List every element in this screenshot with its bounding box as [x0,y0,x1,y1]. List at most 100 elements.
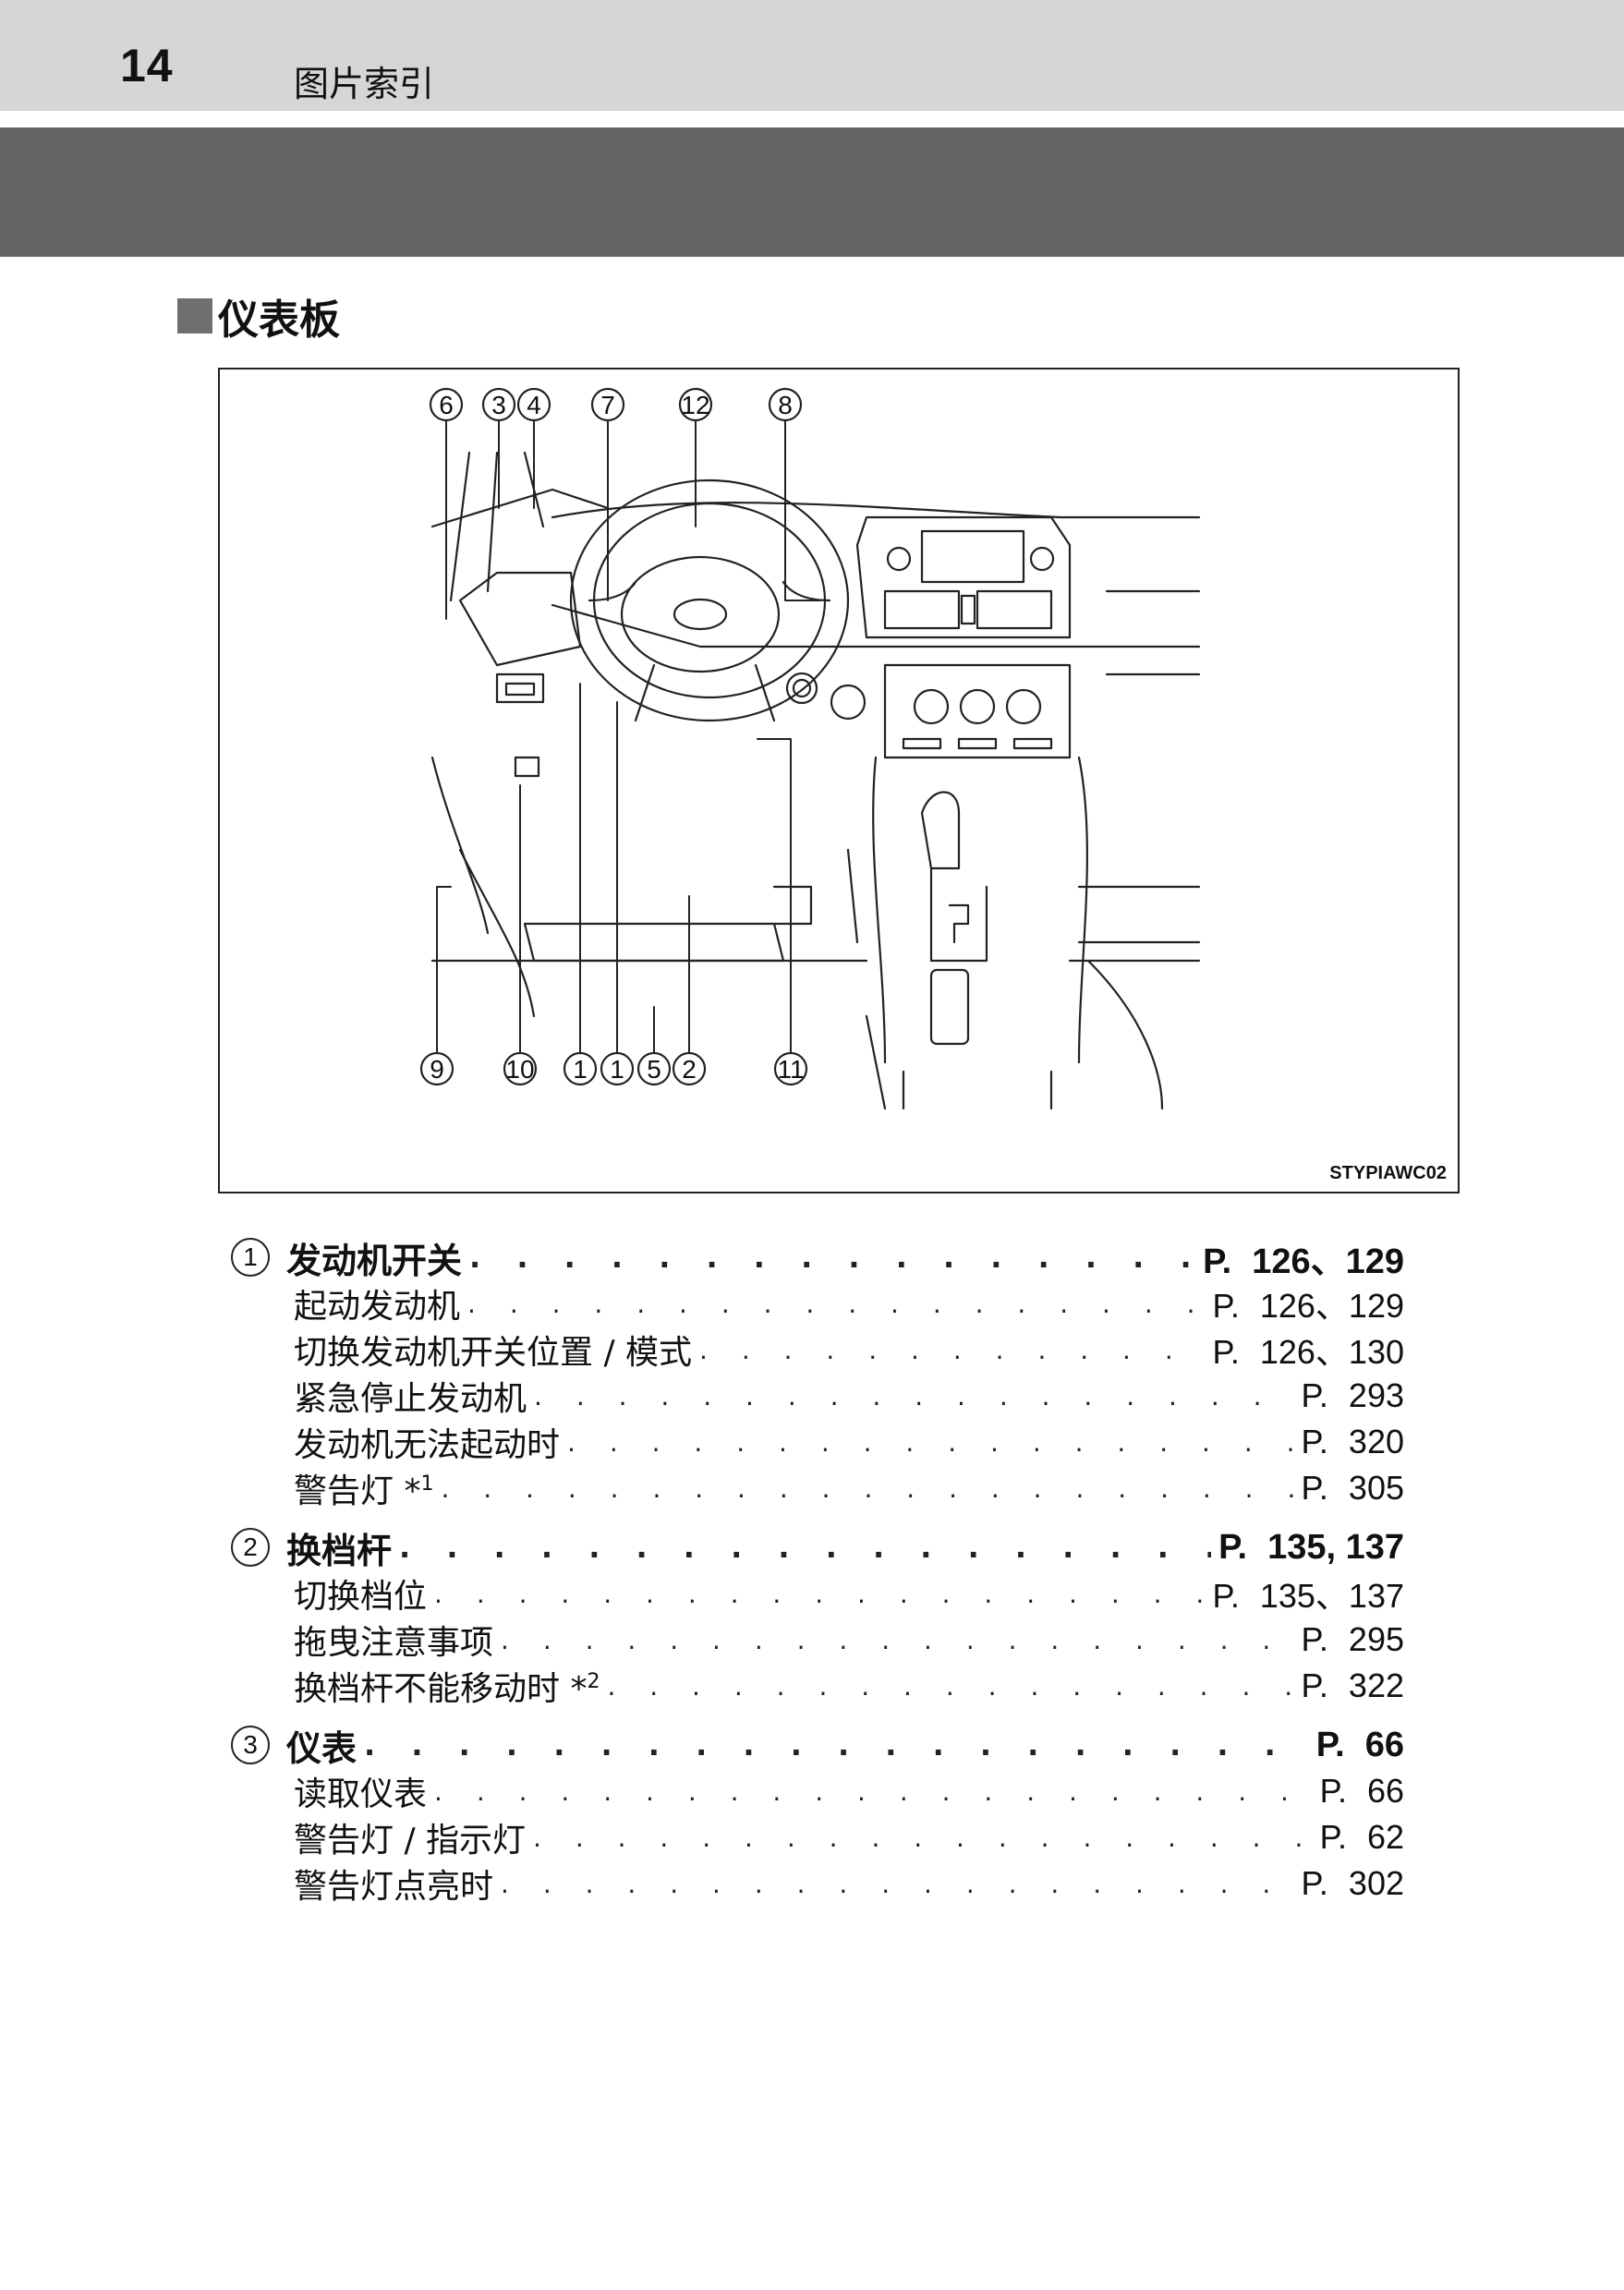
page-numbers: 66 [1366,1772,1404,1810]
page-prefix: P. [1212,1577,1240,1615]
page-reference[interactable]: P. 126、129 [1203,1232,1404,1283]
index-entry-sub: 紧急停止发动机 . . . . . . . . . . . . . . . . … [231,1373,1404,1419]
index-entry-sub: 读取仪表 . . . . . . . . . . . . . . . . . .… [231,1768,1404,1814]
entry-title: 发动机开关 [286,1240,463,1281]
page-prefix: P. [1301,1864,1328,1902]
leader-dots: . . . . . . . . . . . . . . . . . . . . … [501,1624,1294,1655]
page-prefix: P. [1301,1620,1328,1658]
entry-label: 读取仪表 [294,1767,427,1815]
page-number: 14 [120,40,174,91]
leader-dots: . . . . . . . . . . . . . . . . . . . . … [607,1670,1293,1702]
index-entry-sub: 警告灯 / 指示灯 . . . . . . . . . . . . . . . … [231,1814,1404,1860]
page-numbers: 135, 137 [1267,1527,1404,1567]
leader-dots: . . . . . . . . . . . . . . . . . . . . … [534,1380,1294,1412]
index-group: 3 仪表 . . . . . . . . . . . . . . . . . . … [231,1722,1404,1907]
entry-label: 警告灯 *1 [294,1464,433,1512]
page-reference[interactable]: P. 295 [1302,1620,1404,1659]
page-numbers: 320 [1348,1423,1404,1460]
item-number-badge: 2 [231,1528,270,1567]
page-reference[interactable]: P. 66 [1316,1726,1404,1765]
entry-label: 紧急停止发动机 [294,1372,527,1420]
callout-bottom-3: 1 [573,1055,588,1084]
entry-label: 发动机无法起动时 [294,1418,560,1466]
page-reference[interactable]: P.62 [1320,1818,1404,1857]
entry-label-text: 警告灯 / 指示灯 [294,1822,527,1860]
page-numbers: 126、130 [1259,1333,1404,1371]
page-prefix: P. [1203,1242,1232,1281]
leader-dots: . . . . . . . . . . . . . . . . . . . . … [501,1868,1294,1899]
page-reference[interactable]: P. 320 [1302,1423,1404,1461]
leader-dots: . . . . . . . . . . . . . . . . . . . . … [567,1426,1294,1458]
page-numbers: 322 [1348,1666,1404,1704]
page-numbers: 302 [1348,1864,1404,1902]
running-title: 图片索引 [294,64,435,104]
footnote-marker: 2 [587,1670,600,1693]
leader-dots: . . . . . . . . . . . . . . . . . . . . … [441,1472,1293,1504]
page-reference[interactable]: P. 302 [1302,1864,1404,1903]
leader-dots: . . . . . . . . . . . . . . . . . . . . … [434,1578,1205,1609]
entry-label-text: 起动发动机 [294,1288,461,1326]
entry-title: 仪表 [286,1727,358,1769]
index-entry-sub: 警告灯点亮时 . . . . . . . . . . . . . . . . .… [231,1860,1404,1907]
page-reference[interactable]: P.135、137 [1212,1569,1404,1618]
index-entry-main: 1 发动机开关 . . . . . . . . . . . . . . . . .… [231,1232,1404,1283]
callout-bottom-6: 2 [682,1055,697,1084]
page-prefix: P. [1301,1469,1328,1507]
section-heading: 仪表板 [177,286,340,345]
index-entry-sub: 警告灯 *1 . . . . . . . . . . . . . . . . .… [231,1465,1404,1511]
index-entry-sub: 换档杆不能移动时 *2 . . . . . . . . . . . . . . … [231,1663,1404,1709]
entry-label-text: 拖曳注意事项 [294,1624,494,1662]
callout-bottom-2: 10 [505,1055,534,1084]
leader-dots: . . . . . . . . . . . . . . . . . . . . … [699,1334,1205,1365]
page-prefix: P. [1319,1772,1347,1810]
page-reference[interactable]: P.126、129 [1212,1279,1404,1327]
dashboard-illustration: 6 3 4 7 12 8 9 10 1 1 5 2 11 [419,387,1201,1110]
entry-label-text: 切换发动机开关位置 / 模式 [294,1334,693,1372]
figure-code: STYPIAWC02 [1329,1163,1447,1183]
page-reference[interactable]: P. 322 [1302,1666,1404,1705]
callout-top-3: 4 [527,391,541,419]
entry-label: 警告灯点亮时 [294,1860,493,1908]
page-numbers: 295 [1348,1620,1404,1658]
callout-top-6: 8 [778,391,793,419]
index-entry-sub: 切换发动机开关位置 / 模式 . . . . . . . . . . . . .… [231,1327,1404,1373]
page-prefix: P. [1301,1666,1328,1704]
entry-label: 切换发动机开关位置 / 模式 [294,1326,692,1374]
page-prefix: P. [1218,1527,1248,1567]
entry-title: 换档杆 [286,1530,393,1571]
index-group: 1 发动机开关 . . . . . . . . . . . . . . . . .… [231,1234,1404,1511]
page-prefix: P. [1315,1725,1345,1764]
header-gap [0,111,1624,127]
entry-label: 警告灯 / 指示灯 [294,1813,526,1861]
page-numbers: 62 [1366,1818,1404,1856]
page-reference[interactable]: P. 135, 137 [1218,1528,1404,1568]
index-entry-sub: 拖曳注意事项 . . . . . . . . . . . . . . . . .… [231,1617,1404,1663]
item-number-badge: 1 [231,1238,270,1277]
callout-bottom-5: 5 [647,1055,661,1084]
page-reference[interactable]: P. 305 [1302,1469,1404,1508]
page-prefix: P. [1212,1287,1240,1325]
dashboard-figure: 6 3 4 7 12 8 9 10 1 1 5 2 11 STYPIAWC02 [218,368,1460,1193]
page-numbers: 66 [1364,1725,1404,1764]
index-group: 2 换档杆 . . . . . . . . . . . . . . . . . .… [231,1524,1404,1709]
page-numbers: 293 [1348,1376,1404,1414]
page-reference[interactable]: P. 293 [1302,1376,1404,1415]
item-number-badge: 3 [231,1726,270,1764]
callout-top-4: 7 [600,391,615,419]
entry-label-text: 发动机无法起动时 [294,1426,561,1464]
entry-label-text: 切换档位 [294,1578,428,1616]
page-prefix: P. [1301,1376,1328,1414]
entry-label-text: 警告灯 * [294,1472,421,1510]
page-numbers: 305 [1348,1469,1404,1507]
page-reference[interactable]: P.126、130 [1212,1326,1404,1374]
page-numbers: 126、129 [1252,1242,1404,1281]
page-reference[interactable]: P. 66 [1320,1772,1404,1811]
page-prefix: P. [1301,1423,1328,1460]
entry-label: 切换档位 [294,1569,427,1618]
leader-dots: . . . . . . . . . . . . . . . . . . . . … [469,1240,1195,1275]
index-entry-sub: 发动机无法起动时 . . . . . . . . . . . . . . . .… [231,1419,1404,1465]
entry-label: 拖曳注意事项 [294,1616,493,1664]
entry-label-text: 紧急停止发动机 [294,1380,527,1418]
